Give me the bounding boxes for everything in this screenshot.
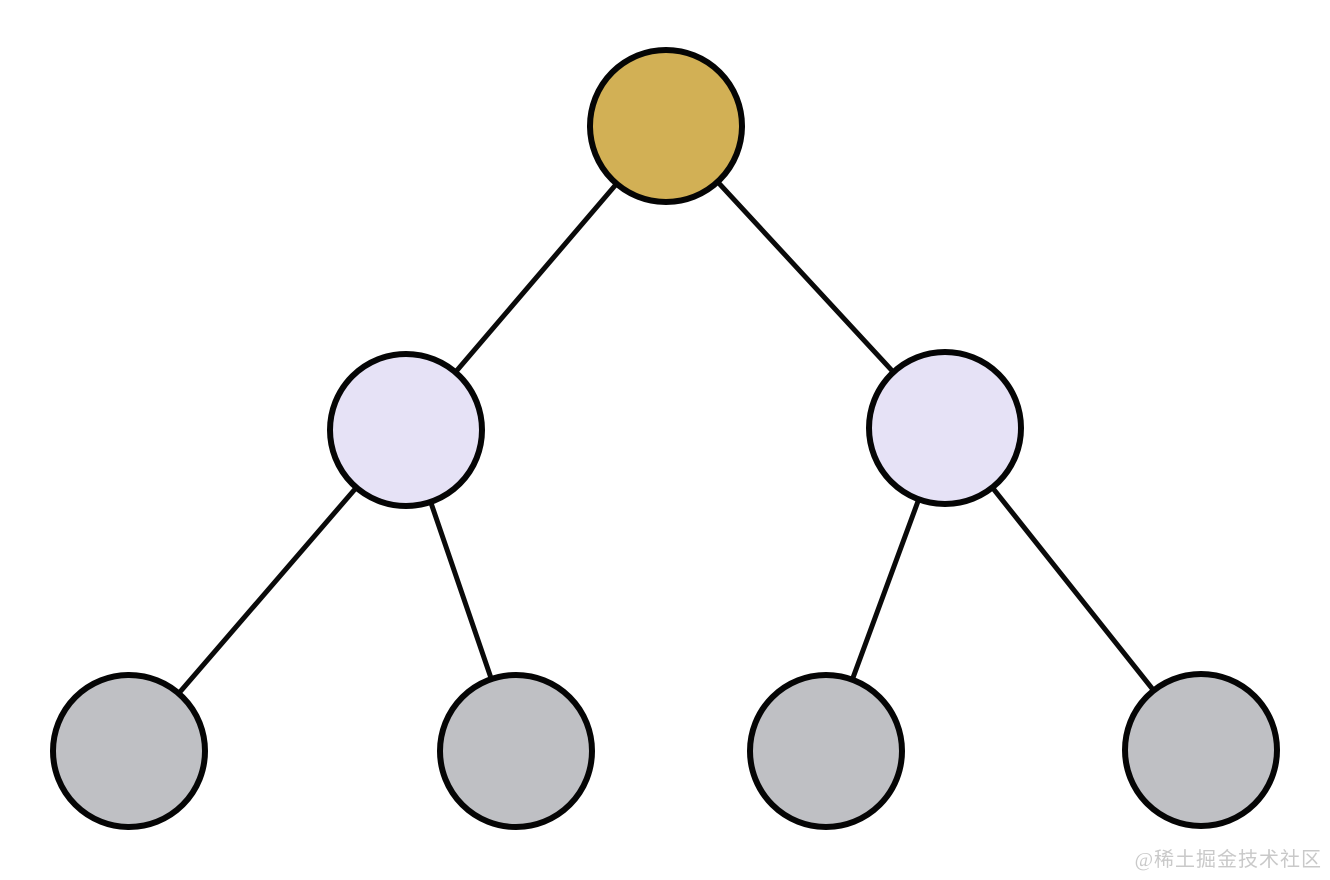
tree-node-LL (50, 672, 208, 830)
edges-layer (126, 123, 1204, 754)
tree-node-RL (747, 672, 905, 830)
tree-node-root (587, 47, 745, 205)
tree-node-R (866, 349, 1024, 507)
tree-node-L (327, 351, 485, 509)
watermark: @稀土掘金技术社区 (1134, 849, 1322, 871)
nodes-layer (50, 47, 1280, 830)
tree-node-RR (1122, 671, 1280, 829)
tree-node-LR (437, 672, 595, 830)
